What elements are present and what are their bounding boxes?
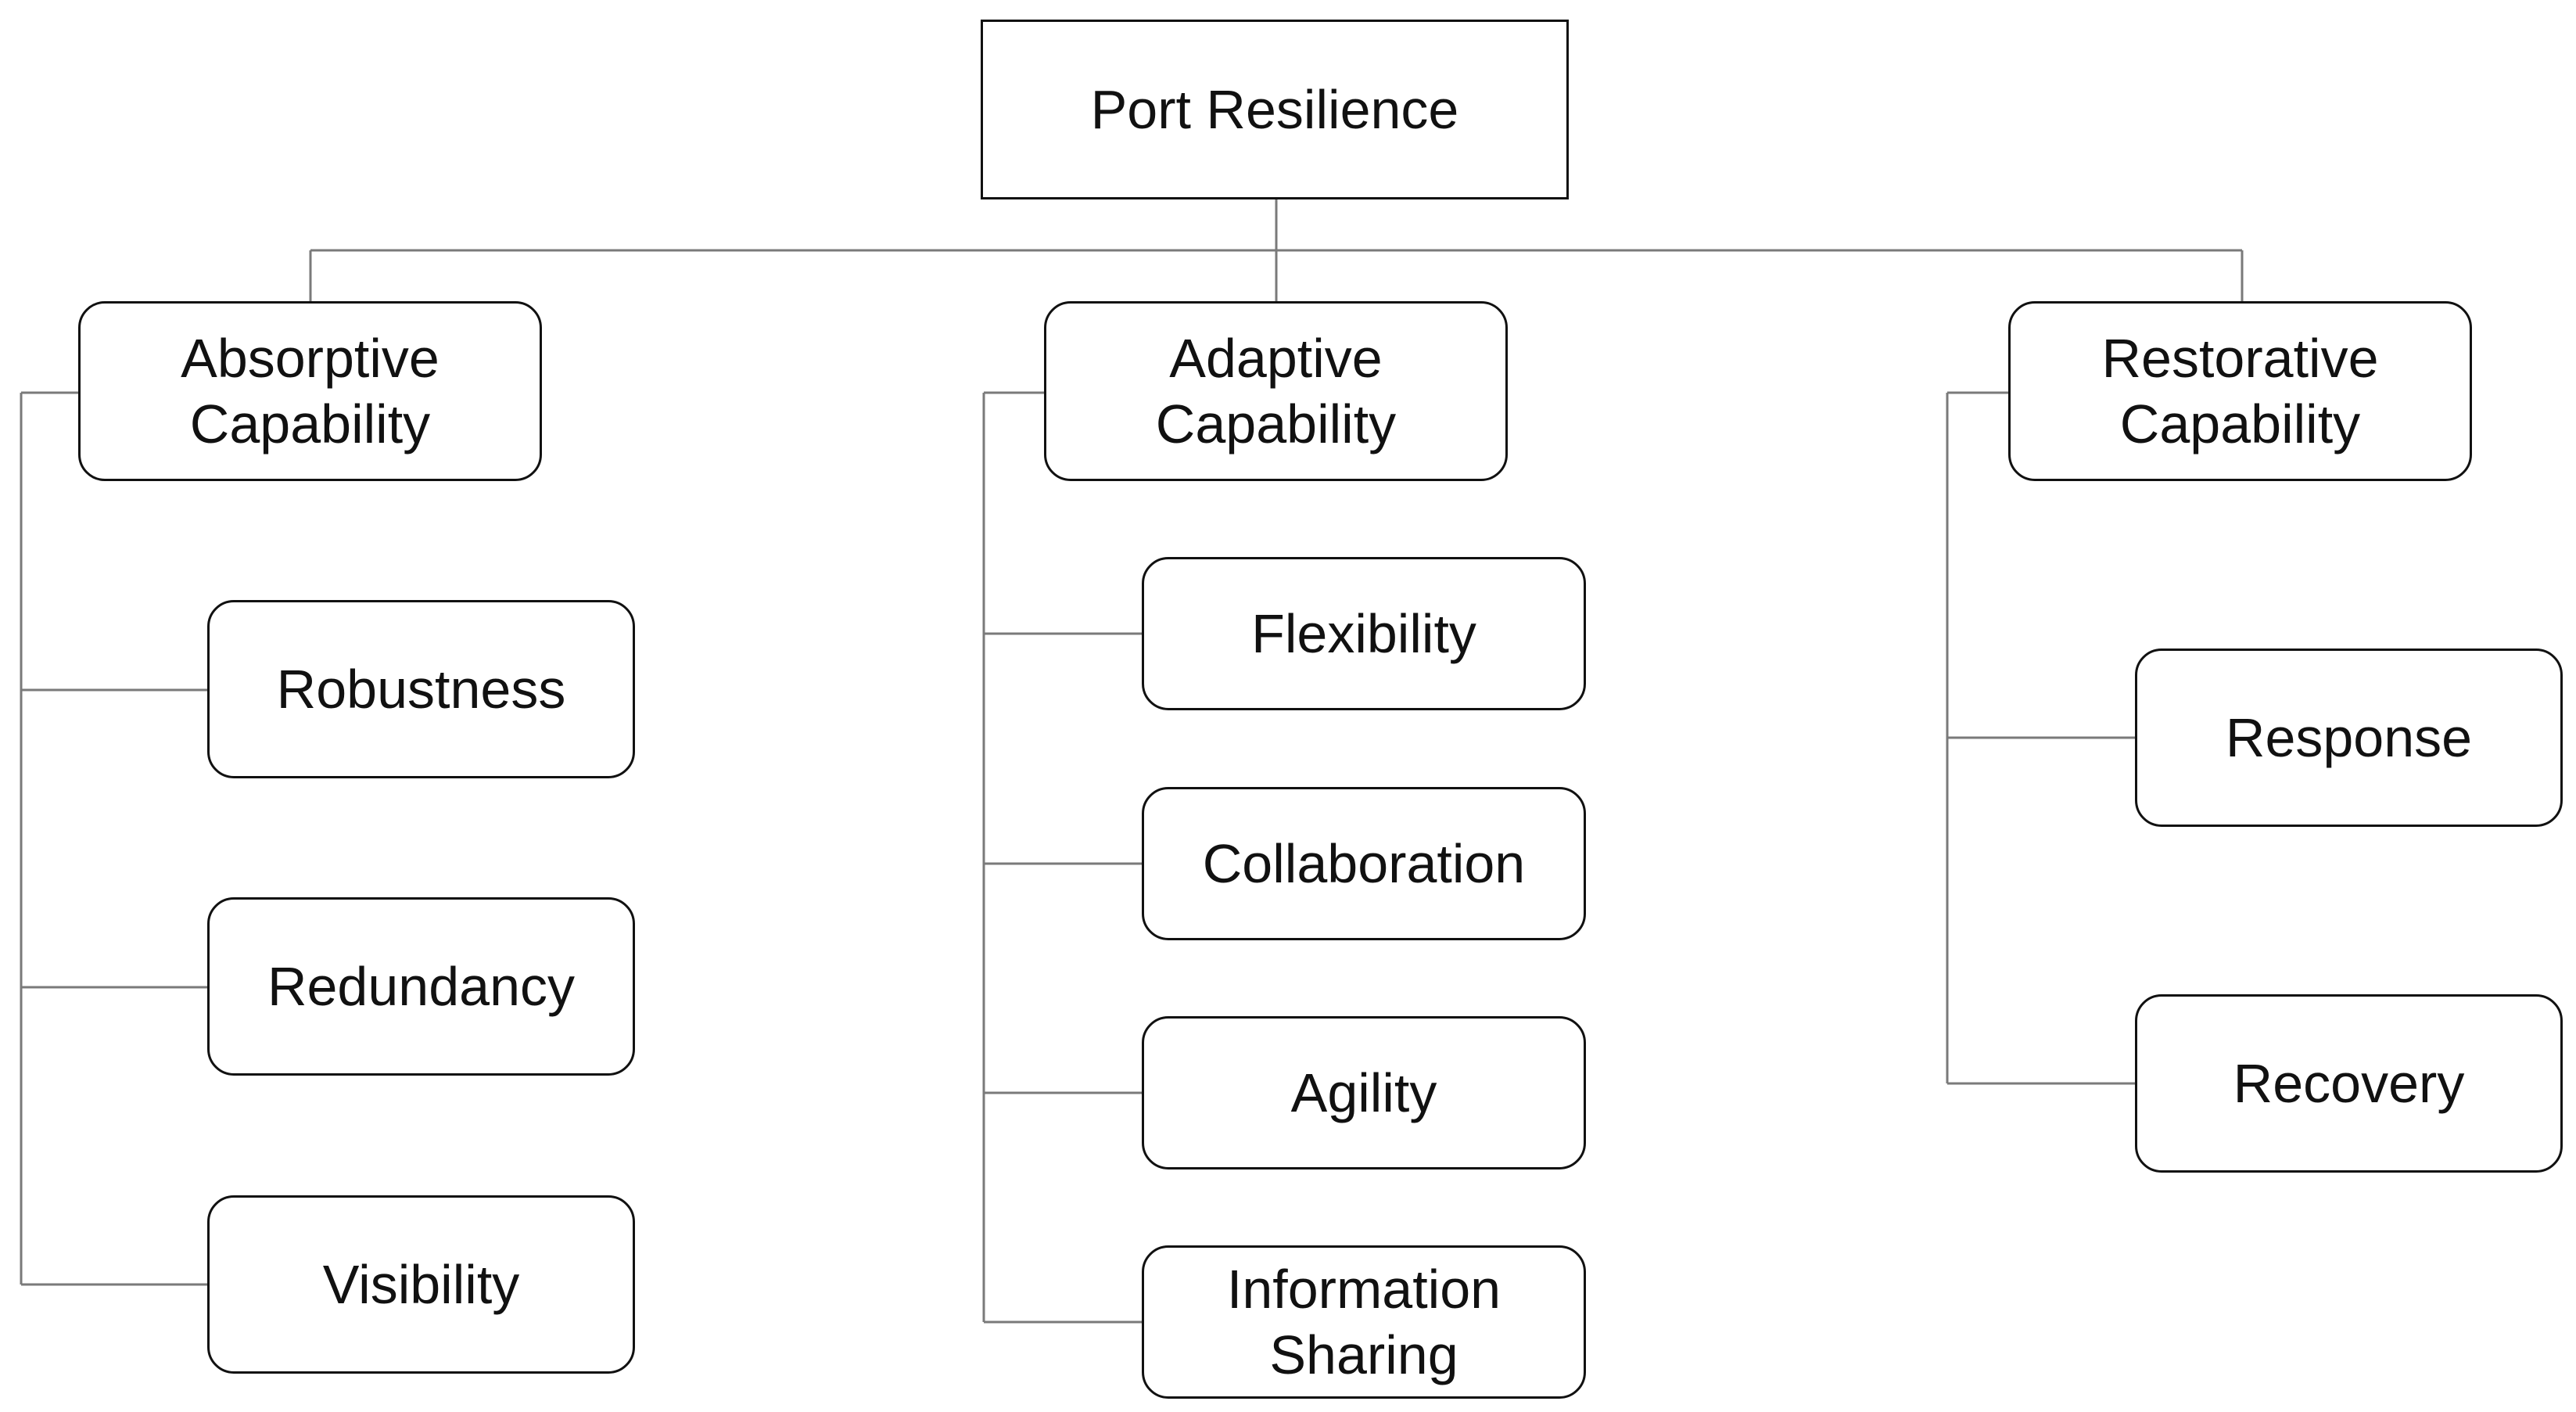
leaf-node-robustness: Robustness	[207, 600, 635, 778]
leaf-node-visibility: Visibility	[207, 1195, 635, 1374]
leaf-node-redundancy: Redundancy	[207, 897, 635, 1076]
capability-node-absorptive: Absorptive Capability	[78, 301, 542, 481]
leaf-label-visibility: Visibility	[322, 1254, 520, 1315]
leaf-node-agility: Agility	[1142, 1016, 1586, 1169]
leaf-label-redundancy: Redundancy	[267, 956, 576, 1017]
root-node-port-resilience: Port Resilience	[981, 20, 1569, 199]
capability-node-adaptive: Adaptive Capability	[1044, 301, 1508, 481]
leaf-label-collaboration: Collaboration	[1202, 833, 1526, 894]
leaf-label-agility: Agility	[1290, 1062, 1437, 1123]
leaf-node-information-sharing: Information Sharing	[1142, 1245, 1586, 1399]
leaf-label-response: Response	[2225, 707, 2473, 768]
capability-label-adaptive: Adaptive Capability	[1155, 328, 1397, 454]
leaf-node-collaboration: Collaboration	[1142, 787, 1586, 940]
capability-label-absorptive: Absorptive Capability	[181, 328, 439, 454]
root-label: Port Resilience	[1090, 79, 1459, 140]
leaf-node-recovery: Recovery	[2135, 994, 2563, 1173]
capability-node-restorative: Restorative Capability	[2008, 301, 2472, 481]
capability-label-restorative: Restorative Capability	[2101, 328, 2379, 454]
leaf-node-response: Response	[2135, 649, 2563, 827]
leaf-label-information-sharing: Information Sharing	[1226, 1259, 1501, 1385]
leaf-label-flexibility: Flexibility	[1251, 603, 1476, 664]
leaf-node-flexibility: Flexibility	[1142, 557, 1586, 710]
leaf-label-recovery: Recovery	[2233, 1053, 2465, 1114]
leaf-label-robustness: Robustness	[276, 659, 566, 720]
